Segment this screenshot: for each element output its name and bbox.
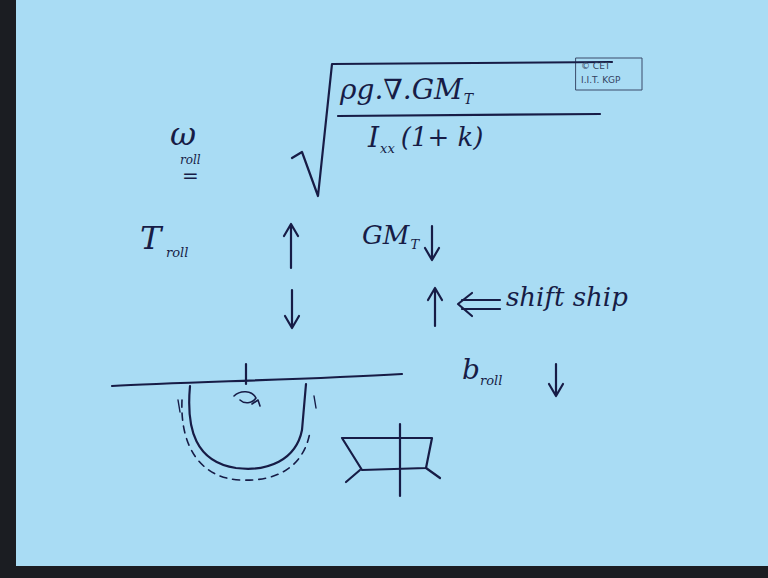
subscript: xx <box>380 142 395 155</box>
damping-symbol: b <box>462 356 480 384</box>
denominator-text: (1+ k) <box>401 124 484 150</box>
subscript: T <box>410 238 419 251</box>
equals-sign: = <box>182 166 199 186</box>
watermark-text: © CET <box>581 62 610 71</box>
subscript: roll <box>480 374 502 387</box>
omega-symbol: ω <box>170 118 196 150</box>
subscript: roll <box>166 246 188 259</box>
numerator-text: ρg.∇.GM <box>340 76 463 104</box>
note-text: shift ship <box>506 284 628 310</box>
denominator-text: I <box>368 124 379 152</box>
watermark-text: I.I.T. KGP <box>581 76 621 85</box>
subscript: T <box>464 92 473 106</box>
subscript: roll <box>180 154 201 166</box>
period-symbol: T <box>140 222 161 254</box>
metacentric-height: GM <box>362 222 409 248</box>
